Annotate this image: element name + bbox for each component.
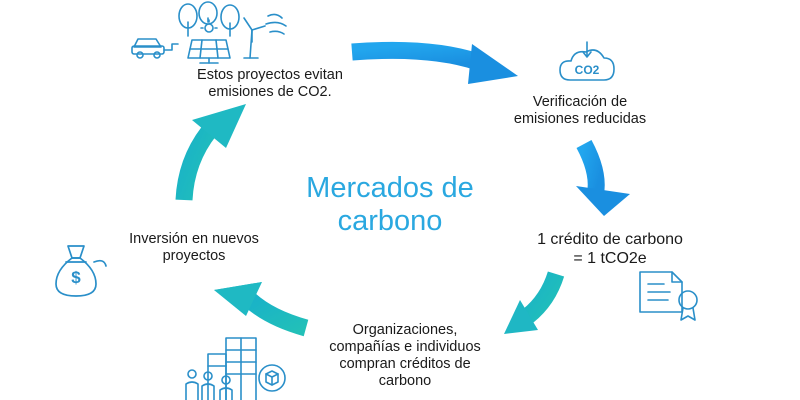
- step-avoid-line-2: emisiones de CO2.: [208, 84, 332, 100]
- step-buy-line-3: compran créditos de: [339, 356, 471, 372]
- diagram-title: Mercados de carbono: [270, 172, 510, 238]
- step-credit-line-1: 1 crédito de carbono: [537, 231, 683, 248]
- arrow-bottom-left: [214, 282, 309, 337]
- arrow-right: [576, 139, 630, 216]
- step-avoid-emissions: Estos proyectos evitan emisiones de CO2.: [160, 67, 380, 101]
- co2-label: CO2: [574, 63, 600, 77]
- wind-turbine-icon: [243, 13, 287, 59]
- buildings-people-icon: [185, 337, 286, 400]
- step-buy-credits: Organizaciones, compañías e individuos c…: [300, 322, 510, 390]
- step-invest-line-2: proyectos: [162, 248, 226, 264]
- electric-car-icon: [131, 38, 179, 59]
- solar-panel-icon: [187, 19, 231, 64]
- co2-cloud-icon: [559, 41, 615, 81]
- title-line-1: Mercados de: [306, 172, 474, 204]
- title-line-2: carbono: [337, 205, 443, 237]
- arrow-top: [351, 41, 518, 84]
- arrow-left: [175, 104, 246, 201]
- step-buy-line-1: Organizaciones,: [352, 322, 458, 338]
- step-verification: Verificación de emisiones reducidas: [480, 94, 680, 128]
- money-bag-icon: [55, 245, 107, 297]
- clean-energy-icons: [131, 1, 287, 64]
- step-invest-line-1: Inversión en nuevos: [129, 231, 259, 247]
- arrow-bottom-right: [504, 271, 565, 334]
- dollar-symbol: $: [71, 268, 81, 287]
- step-verify-line-1: Verificación de: [532, 94, 628, 110]
- step-investment: Inversión en nuevos proyectos: [94, 231, 294, 265]
- step-verify-line-2: emisiones reducidas: [513, 111, 647, 127]
- trees-icon: [178, 1, 240, 37]
- step-buy-line-4: carbono: [378, 373, 432, 389]
- step-buy-line-2: compañías e individuos: [329, 339, 481, 355]
- step-avoid-line-1: Estos proyectos evitan: [197, 67, 343, 83]
- step-credit-line-2: = 1 tCO2e: [573, 250, 647, 267]
- step-carbon-credit: 1 crédito de carbono = 1 tCO2e: [500, 230, 720, 268]
- certificate-icon: [639, 271, 698, 321]
